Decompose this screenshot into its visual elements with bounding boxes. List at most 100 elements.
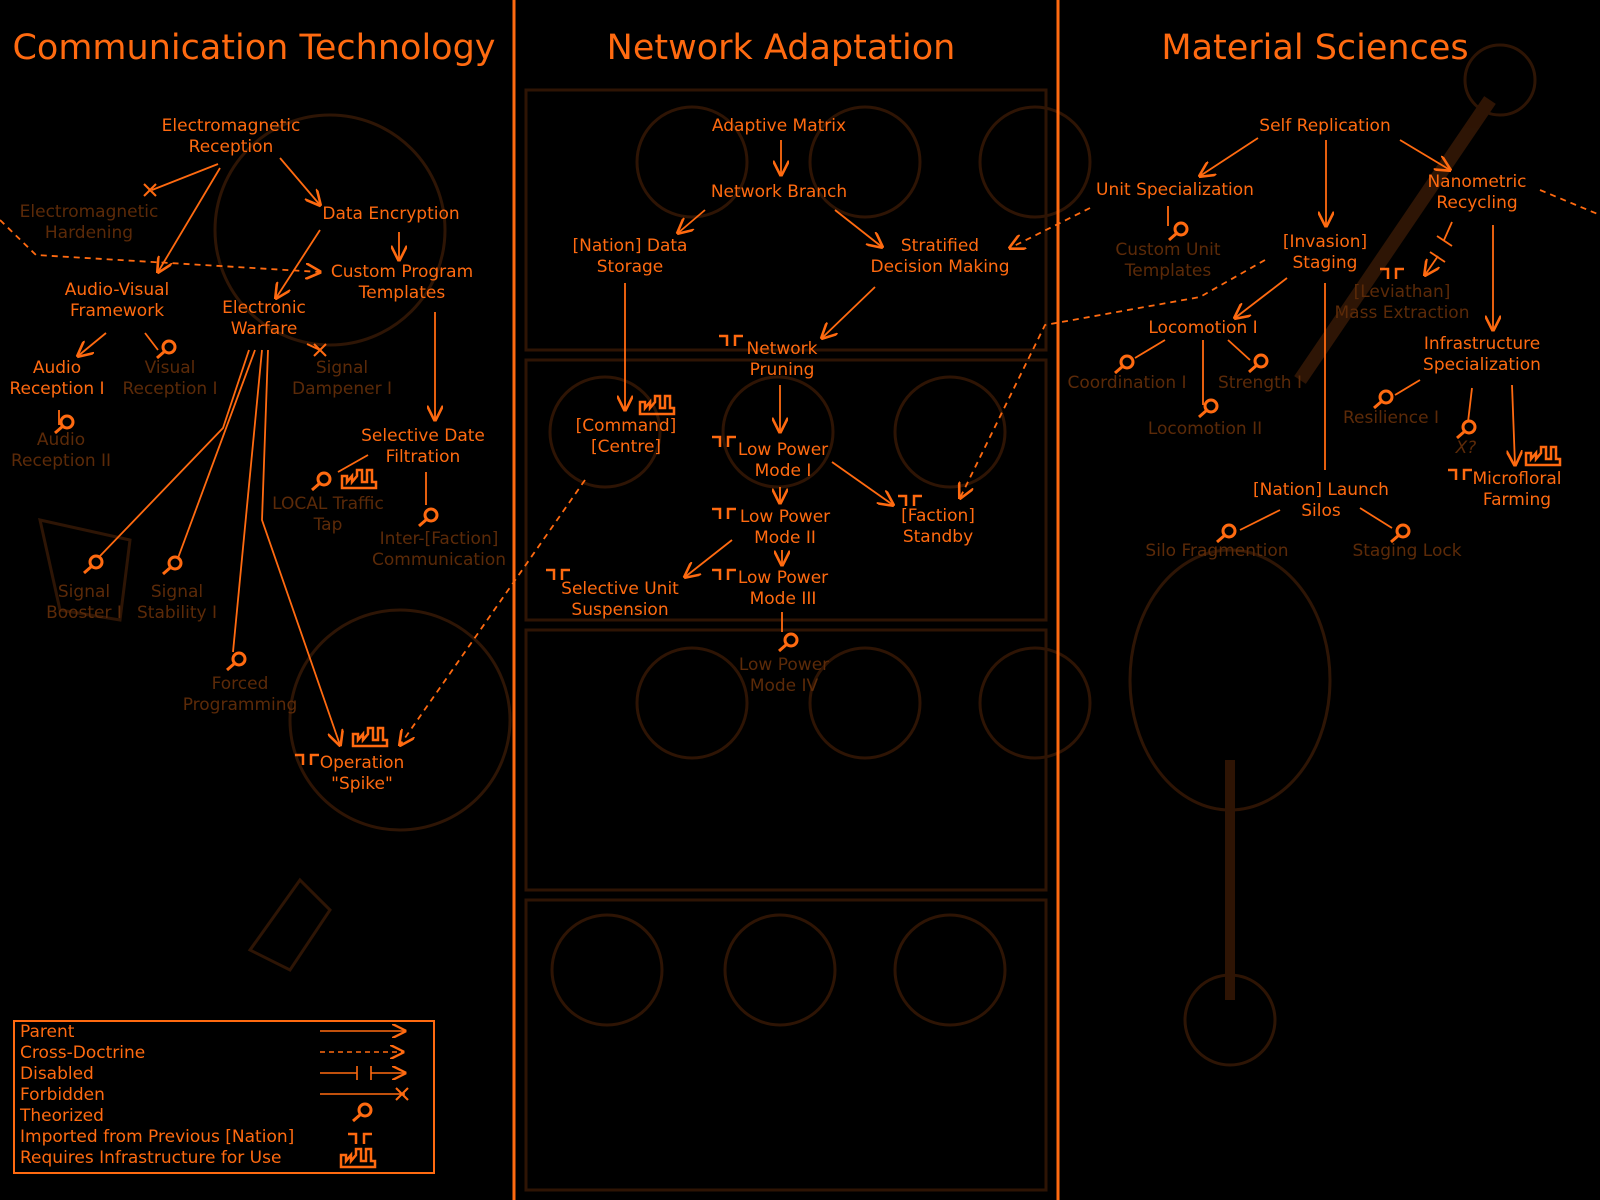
theorized-icon: [1455, 419, 1477, 440]
node-electromagnetic-reception[interactable]: Electromagnetic Reception: [161, 116, 301, 157]
node-electronic-warfare[interactable]: Electronic Warfare: [222, 298, 306, 339]
node-inter-faction-communication[interactable]: Inter-[Faction] Communication: [372, 529, 506, 570]
node-signal-dampener-1[interactable]: Signal Dampener I: [292, 358, 392, 399]
edge: [1512, 384, 1515, 465]
cross-edge: [1539, 189, 1600, 216]
node-low-power-mode-3[interactable]: Low Power Mode III: [737, 568, 829, 609]
node-low-power-mode-1[interactable]: Low Power Mode I: [737, 440, 829, 481]
middle-column-tiles: [524, 88, 1092, 1192]
column-title-communication: Communication Technology: [12, 28, 496, 68]
node-unit-specialization[interactable]: Unit Specialization: [1096, 180, 1254, 200]
legend-parent: Parent: [20, 1022, 75, 1042]
edge: [151, 163, 219, 191]
disabled-edge: [1425, 255, 1438, 275]
node-leviathan-mass-extraction[interactable]: [Leviathan] Mass Extraction: [1334, 282, 1470, 323]
node-audio-visual-framework[interactable]: Audio-Visual Framework: [64, 280, 170, 321]
theorized-icon: [1197, 398, 1219, 419]
node-stratified-decision-making[interactable]: Stratified Decision Making: [870, 236, 1010, 277]
node-nation-data-storage[interactable]: [Nation] Data Storage: [572, 236, 688, 277]
forbidden-icon: [313, 343, 327, 357]
theorized-icon: [777, 632, 799, 653]
node-visual-reception-1[interactable]: Visual Reception I: [122, 358, 218, 399]
cross-edge: [400, 479, 586, 745]
node-electromagnetic-hardening[interactable]: Electromagnetic Hardening: [19, 202, 159, 243]
edge: [78, 332, 107, 356]
theorized-icon: [155, 339, 177, 360]
legend-imported: Imported from Previous [Nation]: [20, 1127, 295, 1147]
node-custom-unit-templates[interactable]: Custom Unit Templates: [1115, 240, 1221, 281]
imported-icon: [1446, 468, 1474, 482]
node-forced-programming[interactable]: Forced Programming: [182, 674, 298, 715]
disabled-edge: [1443, 221, 1453, 241]
imported-icon: [717, 334, 745, 348]
node-low-power-mode-2[interactable]: Low Power Mode II: [739, 507, 831, 548]
infrastructure-icon: [638, 394, 676, 416]
node-self-replication[interactable]: Self Replication: [1259, 116, 1391, 136]
node-operation-spike[interactable]: Operation "Spike": [319, 753, 405, 794]
edge: [177, 349, 256, 559]
node-signal-booster-1[interactable]: Signal Booster I: [46, 582, 122, 623]
node-data-encryption[interactable]: Data Encryption: [322, 204, 460, 224]
edge: [1467, 387, 1473, 423]
node-infrastructure-specialization[interactable]: Infrastructure Specialization: [1423, 334, 1541, 375]
edge: [685, 539, 733, 577]
edge: [1227, 339, 1251, 361]
node-locomotion-2[interactable]: Locomotion II: [1147, 419, 1263, 439]
edge: [678, 209, 706, 233]
edge: [1399, 139, 1450, 170]
node-low-power-mode-4[interactable]: Low Power Mode IV: [738, 655, 830, 696]
cross-edge: [960, 259, 1266, 498]
node-audio-reception-2[interactable]: Audio Reception II: [10, 430, 112, 471]
imported-icon: [1378, 267, 1406, 281]
node-command-centre[interactable]: [Command] [Centre]: [575, 416, 677, 457]
node-staging-lock[interactable]: Staging Lock: [1352, 541, 1462, 561]
node-nanometric-recycling[interactable]: Nanometric Recycling: [1427, 172, 1527, 213]
imported-icon: [896, 494, 924, 508]
edge: [232, 349, 263, 653]
legend: Parent Cross-Doctrine Disabled Forbidden…: [13, 1020, 435, 1174]
node-network-branch[interactable]: Network Branch: [710, 182, 848, 202]
node-nation-launch-silos[interactable]: [Nation] Launch Silos: [1253, 480, 1389, 521]
node-silo-fragmention[interactable]: Silo Fragmention: [1145, 541, 1289, 561]
node-strength-1[interactable]: Strength I: [1218, 373, 1302, 393]
imported-icon: [710, 568, 738, 582]
node-resilience-1[interactable]: Resilience I: [1343, 408, 1439, 428]
edge: [158, 167, 221, 272]
infrastructure-icon: [1524, 445, 1562, 467]
edge: [834, 209, 882, 247]
cross-edge: [0, 219, 320, 272]
edge: [822, 286, 876, 338]
node-custom-program-templates[interactable]: Custom Program Templates: [330, 262, 474, 303]
node-network-pruning[interactable]: Network Pruning: [746, 339, 818, 380]
node-audio-reception-1[interactable]: Audio Reception I: [9, 358, 105, 399]
theorized-icon: [417, 507, 439, 528]
theorized-icon: [1389, 523, 1411, 544]
node-invasion-staging[interactable]: [Invasion] Staging: [1282, 232, 1368, 273]
node-faction-standby[interactable]: [Faction] Standby: [901, 506, 975, 547]
edge: [1239, 509, 1281, 531]
legend-disabled: Disabled: [20, 1064, 94, 1084]
node-unknown-x[interactable]: X?: [1455, 438, 1477, 458]
imported-icon: [710, 507, 738, 521]
node-microfloral-farming[interactable]: Microfloral Farming: [1472, 469, 1562, 510]
node-locomotion-1[interactable]: Locomotion I: [1148, 318, 1258, 338]
node-adaptive-matrix[interactable]: Adaptive Matrix: [711, 116, 847, 136]
node-signal-stability-1[interactable]: Signal Stability I: [137, 582, 217, 623]
theorized-icon: [310, 471, 332, 492]
edge: [1200, 137, 1259, 176]
edge: [337, 454, 369, 473]
node-selective-unit-suspension[interactable]: Selective Unit Suspension: [561, 579, 679, 620]
imported-icon: [293, 753, 321, 767]
infrastructure-icon: [351, 726, 389, 748]
node-selective-date-filtration[interactable]: Selective Date Filtration: [361, 426, 485, 467]
edge: [279, 157, 320, 205]
theorized-icon: [1113, 354, 1135, 375]
column-title-network: Network Adaptation: [606, 28, 956, 68]
node-local-traffic-tap[interactable]: LOCAL Traffic Tap: [272, 494, 384, 535]
edge: [1134, 339, 1166, 359]
column-title-material: Material Sciences: [1161, 28, 1469, 68]
node-coordination-1[interactable]: Coordination I: [1067, 373, 1187, 393]
infrastructure-icon: [340, 468, 378, 490]
